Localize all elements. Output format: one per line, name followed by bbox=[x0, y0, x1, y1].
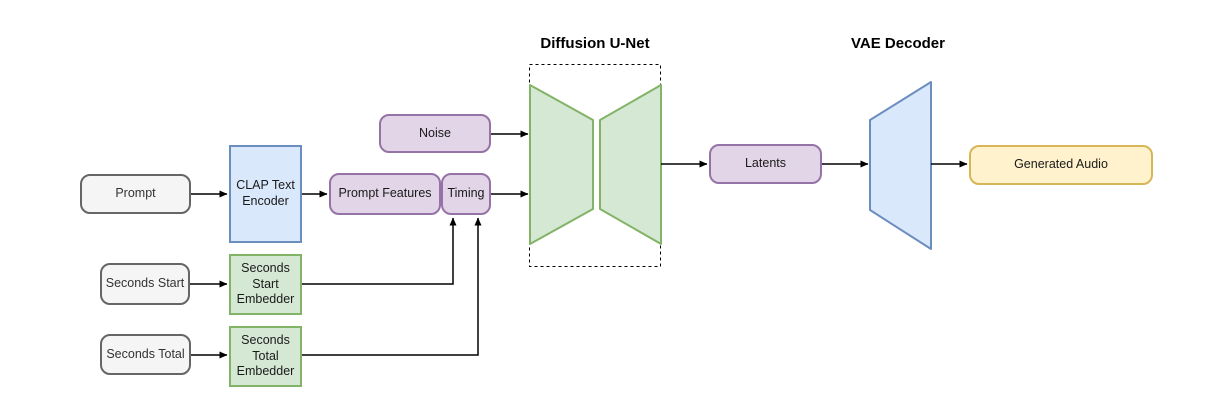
node-prompt-features: Prompt Features bbox=[329, 173, 441, 215]
node-prompt-label: Prompt bbox=[115, 186, 156, 201]
unet-encoder-trapezoid bbox=[529, 84, 594, 245]
node-latents-label: Latents bbox=[744, 156, 786, 171]
node-prompt-features-label: Prompt Features bbox=[338, 186, 432, 201]
node-generated-audio-label: Generated Audio bbox=[1014, 157, 1108, 172]
node-timing-label: Timing bbox=[447, 186, 485, 201]
diffusion-unet-title: Diffusion U-Net bbox=[540, 35, 650, 52]
node-seconds-total-label: Seconds Total bbox=[106, 346, 185, 361]
node-timing: Timing bbox=[441, 173, 491, 215]
node-seconds-total: Seconds Total bbox=[100, 334, 191, 375]
node-seconds-start-embedder-label: Seconds Start Embedder bbox=[236, 261, 295, 307]
unet-decoder-trapezoid bbox=[599, 84, 662, 245]
node-seconds-start-embedder: Seconds Start Embedder bbox=[229, 254, 302, 315]
node-clap-text-encoder: CLAP Text Encoder bbox=[229, 145, 302, 243]
node-latents: Latents bbox=[709, 144, 822, 184]
node-noise: Noise bbox=[379, 114, 491, 153]
node-prompt: Prompt bbox=[80, 174, 191, 214]
node-seconds-total-embedder-label: Seconds Total Embedder bbox=[236, 333, 295, 379]
node-generated-audio: Generated Audio bbox=[969, 145, 1153, 185]
node-noise-label: Noise bbox=[419, 125, 451, 140]
arrow-seconds-start-embedder-to-timing bbox=[302, 217, 457, 285]
node-clap-text-encoder-label: CLAP Text Encoder bbox=[236, 178, 295, 208]
node-seconds-start: Seconds Start bbox=[100, 263, 190, 305]
node-seconds-total-embedder: Seconds Total Embedder bbox=[229, 326, 302, 387]
vae-decoder-title: VAE Decoder bbox=[851, 35, 945, 52]
vae-decoder-trapezoid bbox=[869, 81, 932, 250]
node-seconds-start-label: Seconds Start bbox=[105, 276, 185, 291]
arrow-seconds-total-embedder-to-timing bbox=[302, 217, 482, 356]
